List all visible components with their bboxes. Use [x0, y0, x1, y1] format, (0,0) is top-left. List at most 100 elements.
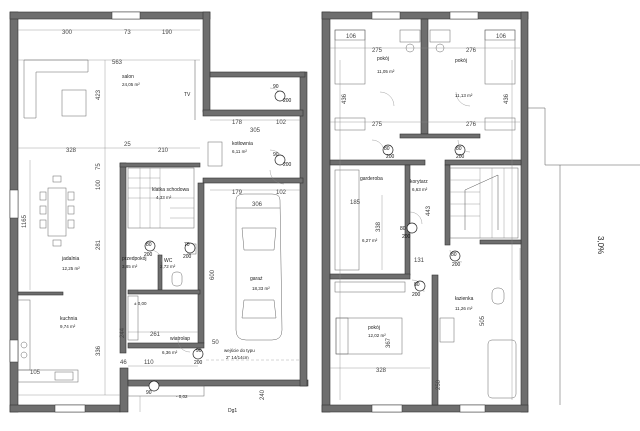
wall-upper-right-step: [209, 71, 306, 78]
svg-text:200: 200: [283, 162, 292, 168]
room-pokoj3-area: 12,02 m²: [368, 333, 386, 338]
dim-102a: 102: [276, 120, 287, 126]
coffee-table: [61, 89, 87, 117]
entrance-label-2: 2" 14/14cm: [226, 355, 249, 360]
dim-443: 443: [426, 205, 432, 216]
wall-garage-left: [197, 182, 205, 344]
room-labels: salon 24,05 m² jadalnia 12,25 m² kuchnia…: [60, 56, 474, 355]
ground-floor-plan: [9, 11, 309, 413]
room-wc-area: 2,72 m²: [160, 264, 176, 269]
dim-300: 300: [62, 30, 73, 36]
wall-r-corr: [399, 133, 481, 139]
wall-r-right: [520, 11, 529, 413]
svg-text:80: 80: [451, 252, 457, 258]
dim-276a: 276: [466, 48, 477, 54]
dim-276b: 276: [466, 122, 477, 128]
room-salon-name: salon: [122, 74, 134, 80]
axis-label: Dg1: [228, 408, 237, 414]
window-left-kitchen: [9, 339, 19, 363]
dim-338: 338: [376, 221, 382, 232]
dim-210: 210: [158, 148, 169, 154]
roof-slope: 3,0%: [596, 236, 605, 254]
room-garaz-name: garaż: [250, 276, 263, 282]
dim-261: 261: [150, 332, 161, 338]
svg-text:80: 80: [384, 146, 390, 152]
dim-563: 563: [112, 60, 123, 66]
kitchen-counter: [17, 299, 31, 371]
dim-46: 46: [120, 360, 127, 366]
wall-r-left: [321, 11, 331, 413]
wall-r-h1b: [444, 159, 522, 166]
staircase-first: [449, 167, 519, 239]
dim-106b: 106: [496, 34, 507, 40]
first-floor-plan: [321, 11, 529, 413]
window-top: [111, 11, 141, 20]
dim-185: 185: [350, 200, 361, 206]
dim-75: 75: [96, 163, 102, 170]
wall-int-h1: [119, 162, 201, 168]
room-pokoj2-name: pokój: [455, 58, 467, 64]
dim-305: 305: [250, 128, 261, 134]
wall-r-bottom: [321, 404, 529, 413]
room-wc-name: WC: [164, 258, 173, 264]
dim-110: 110: [144, 360, 154, 366]
svg-text:200: 200: [412, 292, 421, 298]
room-wiatrolap-area: 6,36 m²: [162, 350, 178, 355]
wall-right-upper: [202, 11, 211, 113]
dining-table: [47, 187, 67, 237]
wall-top-left: [9, 11, 211, 20]
dim-105: 105: [30, 370, 41, 376]
sink: [54, 371, 74, 381]
wall-r-stair-l: [444, 164, 451, 246]
room-garaz-area: 18,33 m²: [252, 286, 270, 291]
dim-106a: 106: [346, 34, 357, 40]
sofa: [23, 59, 89, 119]
room-salon-area: 24,05 m²: [122, 82, 140, 87]
svg-text:70: 70: [184, 242, 190, 248]
room-pokoj1-area: 11,05 m²: [377, 69, 395, 74]
wall-r-h3: [479, 239, 522, 245]
svg-text:90: 90: [273, 84, 279, 90]
room-przedpokoj-area: 3,85 m²: [122, 264, 138, 269]
room-lazienka-area: 11,26 m²: [455, 306, 473, 311]
room-garderoba-area: 6,27 m²: [362, 238, 378, 243]
wall-r-h1: [329, 159, 426, 166]
svg-text:200: 200: [386, 154, 395, 160]
svg-text:200: 200: [452, 262, 461, 268]
tv-label: TV: [184, 92, 191, 98]
room-korytarz-name: korytarz: [410, 179, 428, 185]
room-pokoj2-area: 11,13 m²: [455, 93, 473, 98]
dim-50: 50: [212, 340, 219, 346]
svg-text:80: 80: [414, 282, 420, 288]
dim-100: 100: [96, 179, 102, 190]
dim-436b: 436: [504, 93, 510, 104]
dim-367: 367: [386, 337, 392, 348]
dim-505: 505: [480, 315, 486, 326]
dim-281: 281: [96, 239, 102, 250]
toilet: [171, 271, 183, 287]
room-przedpokoj-name: przedpokój: [122, 256, 146, 262]
wall-r-top: [321, 11, 529, 20]
svg-text:200: 200: [456, 154, 465, 160]
room-wiatrolap-name: wiatrołap: [170, 336, 190, 342]
room-kotlownia-area: 6,11 m²: [232, 149, 247, 154]
level-zero: ± 0,00: [134, 301, 147, 306]
wardrobe-garderoba: [334, 169, 360, 271]
dim-73: 73: [124, 30, 131, 36]
svg-text:200: 200: [283, 98, 292, 104]
terrace-outline: [528, 107, 640, 405]
room-kotlownia-name: kotłownia: [232, 141, 253, 147]
boiler: [207, 141, 223, 167]
wall-wiat-top: [127, 342, 205, 349]
room-klatka-name: klatka schodowa: [152, 187, 189, 193]
room-korytarz-area: 6,63 m²: [412, 187, 428, 192]
svg-text:90: 90: [273, 152, 279, 158]
wardrobe: [127, 295, 139, 341]
room-jadalnia-area: 12,25 m²: [62, 266, 80, 271]
dim-328b: 328: [376, 368, 387, 374]
dim-600: 600: [210, 269, 216, 280]
room-garderoba-name: garderoba: [360, 176, 383, 182]
dim-423: 423: [96, 89, 102, 100]
svg-text:80: 80: [146, 242, 152, 248]
